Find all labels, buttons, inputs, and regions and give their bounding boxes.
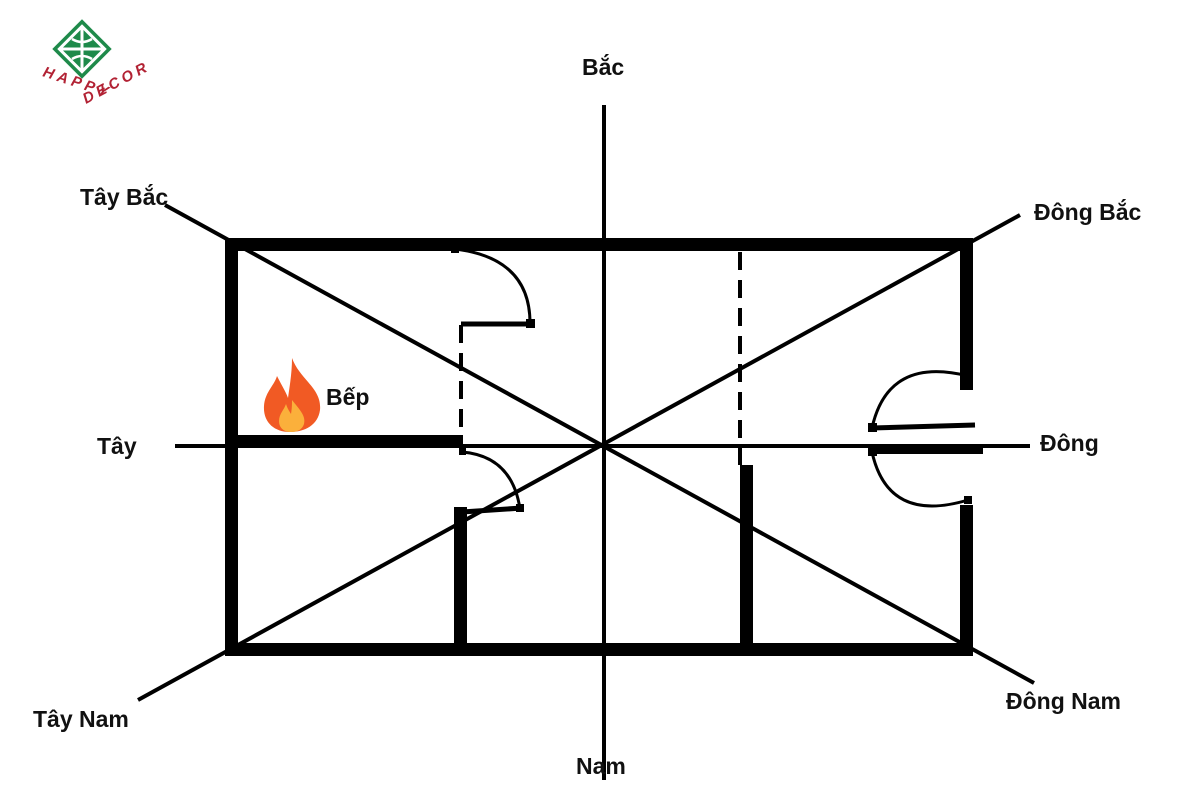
interior-walls xyxy=(235,435,983,656)
direction-label-northeast: Đông Bắc xyxy=(1034,199,1142,225)
direction-label-south: Nam xyxy=(576,753,626,779)
southwest-northeast-axis xyxy=(137,213,1021,702)
room-label-kitchen: Bếp xyxy=(326,384,370,410)
direction-label-east: Đông xyxy=(1040,430,1099,456)
happy-decor-logo: HAPPY DECOR xyxy=(41,19,150,108)
doors xyxy=(451,245,976,515)
direction-label-southeast: Đông Nam xyxy=(1006,688,1121,714)
outer-walls xyxy=(225,238,973,656)
direction-label-southwest: Tây Nam xyxy=(33,706,129,732)
dashed-partitions xyxy=(459,252,742,465)
direction-label-north: Bắc xyxy=(582,54,625,80)
direction-label-west: Tây xyxy=(97,433,137,459)
direction-label-northwest: Tây Bắc xyxy=(80,184,169,210)
fire-icon xyxy=(263,358,321,432)
